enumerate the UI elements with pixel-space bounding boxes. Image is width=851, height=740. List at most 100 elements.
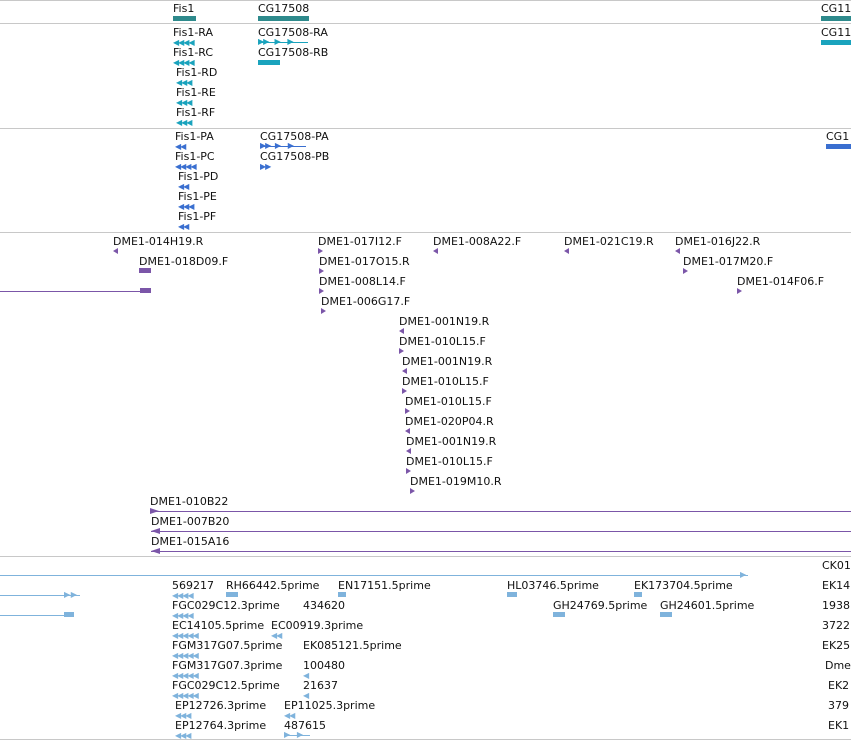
- protein-label[interactable]: CG17508-PA: [260, 130, 329, 143]
- est-bar[interactable]: [553, 612, 565, 617]
- est-glyph[interactable]: ◀◀◀◀◀: [172, 691, 199, 700]
- est-span[interactable]: [284, 735, 310, 736]
- est-label[interactable]: 379: [828, 699, 849, 712]
- clone-label[interactable]: DME1-015A16: [151, 535, 230, 548]
- clone-label[interactable]: DME1-001N19.R: [406, 435, 497, 448]
- transcript-glyph[interactable]: ◀◀◀◀: [173, 38, 195, 47]
- protein-label-cg1[interactable]: CG1: [826, 130, 850, 143]
- clone-label[interactable]: DME1-008A22.F: [433, 235, 522, 248]
- est-label[interactable]: 569217: [172, 579, 214, 592]
- gene-label-cg11[interactable]: CG11: [821, 2, 851, 15]
- clone-marker[interactable]: [564, 248, 569, 254]
- transcript-label-cg11[interactable]: CG11: [821, 26, 851, 39]
- clone-label[interactable]: DME1-020P04.R: [405, 415, 494, 428]
- protein-label[interactable]: Fis1-PA: [175, 130, 214, 143]
- clone-label[interactable]: DME1-017M20.F: [683, 255, 774, 268]
- est-label[interactable]: EP12726.3prime: [175, 699, 267, 712]
- clone-marker[interactable]: [151, 548, 160, 554]
- protein-glyph[interactable]: ◀◀: [178, 222, 189, 231]
- protein-label[interactable]: Fis1-PF: [178, 210, 217, 223]
- clone-label[interactable]: DME1-014F06.F: [737, 275, 825, 288]
- est-label[interactable]: 21637: [303, 679, 338, 692]
- clone-label[interactable]: DME1-021C19.R: [564, 235, 654, 248]
- protein-glyph[interactable]: ◀◀◀: [178, 202, 195, 211]
- transcript-label[interactable]: Fis1-RD: [176, 66, 218, 79]
- clone-span[interactable]: [0, 291, 146, 292]
- est-label[interactable]: FGC029C12.5prime: [172, 679, 280, 692]
- clone-label[interactable]: DME1-016J22.R: [675, 235, 761, 248]
- transcript-bar[interactable]: [258, 60, 280, 65]
- protein-glyph[interactable]: ◀◀◀◀: [175, 162, 197, 171]
- est-glyph[interactable]: ▶ ▶: [64, 590, 77, 599]
- est-bar[interactable]: [64, 612, 74, 617]
- protein-label[interactable]: Fis1-PD: [178, 170, 219, 183]
- est-label[interactable]: EK2: [828, 679, 850, 692]
- est-label[interactable]: CK01: [822, 559, 851, 572]
- protein-label[interactable]: CG17508-PB: [260, 150, 330, 163]
- est-label[interactable]: 487615: [284, 719, 326, 732]
- est-label[interactable]: 100480: [303, 659, 345, 672]
- clone-label[interactable]: DME1-018D09.F: [139, 255, 229, 268]
- est-label[interactable]: EC14105.5prime: [172, 619, 265, 632]
- clone-label[interactable]: DME1-019M10.R: [410, 475, 502, 488]
- est-label[interactable]: 434620: [303, 599, 345, 612]
- clone-span[interactable]: [151, 551, 851, 552]
- est-span[interactable]: [0, 575, 748, 576]
- clone-label[interactable]: DME1-001N19.R: [402, 355, 493, 368]
- est-label[interactable]: EC00919.3prime: [271, 619, 364, 632]
- gene-bar-cg17508[interactable]: [258, 16, 309, 21]
- clone-marker[interactable]: [410, 488, 415, 494]
- clone-marker[interactable]: [150, 508, 159, 514]
- protein-label[interactable]: Fis1-PE: [178, 190, 217, 203]
- clone-span[interactable]: [151, 531, 851, 532]
- est-label[interactable]: EK173704.5prime: [634, 579, 733, 592]
- est-label[interactable]: FGM317G07.5prime: [172, 639, 283, 652]
- clone-label[interactable]: DME1-010B22: [150, 495, 229, 508]
- protein-glyph[interactable]: ◀◀: [175, 142, 186, 151]
- clone-marker[interactable]: [399, 328, 404, 334]
- transcript-glyph[interactable]: ◀◀◀: [176, 118, 193, 127]
- transcript-glyph[interactable]: ◀◀◀: [176, 78, 193, 87]
- est-label[interactable]: GH24769.5prime: [553, 599, 648, 612]
- est-glyph[interactable]: ◀◀◀◀: [172, 611, 194, 620]
- clone-marker[interactable]: [406, 468, 411, 474]
- est-bar[interactable]: [338, 592, 346, 597]
- clone-marker[interactable]: [399, 348, 404, 354]
- protein-bar-cg1[interactable]: [826, 144, 851, 149]
- est-label[interactable]: FGC029C12.3prime: [172, 599, 280, 612]
- transcript-label[interactable]: Fis1-RE: [176, 86, 216, 99]
- est-label[interactable]: EK1: [828, 719, 850, 732]
- est-label[interactable]: EN17151.5prime: [338, 579, 431, 592]
- est-label[interactable]: Dme: [825, 659, 851, 672]
- est-glyph[interactable]: ◀◀◀: [175, 731, 192, 740]
- est-bar[interactable]: [634, 592, 642, 597]
- transcript-bar-cg11[interactable]: [821, 40, 851, 45]
- transcript-label[interactable]: Fis1-RA: [173, 26, 214, 39]
- clone-bar[interactable]: [139, 268, 151, 273]
- protein-glyph[interactable]: ◀◀: [178, 182, 189, 191]
- est-glyph[interactable]: ◀◀: [284, 711, 295, 720]
- gene-label-fis1[interactable]: Fis1: [173, 2, 195, 15]
- est-label[interactable]: RH66442.5prime: [226, 579, 320, 592]
- transcript-glyph[interactable]: ◀◀◀: [176, 98, 193, 107]
- est-glyph[interactable]: ◀◀◀◀◀: [172, 651, 199, 660]
- clone-marker[interactable]: [402, 388, 407, 394]
- est-label[interactable]: EP12764.3prime: [175, 719, 267, 732]
- clone-label[interactable]: DME1-010L15.F: [399, 335, 486, 348]
- gene-label-cg17508[interactable]: CG17508: [258, 2, 310, 15]
- transcript-glyph[interactable]: ◀◀◀◀: [173, 58, 195, 67]
- transcript-label[interactable]: Fis1-RF: [176, 106, 216, 119]
- est-glyph[interactable]: ◀◀◀: [175, 711, 192, 720]
- protein-glyph[interactable]: ▶▶ ▶ ▶: [260, 141, 294, 150]
- est-bar[interactable]: [226, 592, 238, 597]
- est-span[interactable]: [0, 595, 80, 596]
- clone-marker[interactable]: [402, 368, 407, 374]
- clone-marker[interactable]: [405, 428, 410, 434]
- est-label[interactable]: EK25: [822, 639, 851, 652]
- est-span[interactable]: [0, 615, 70, 616]
- est-glyph[interactable]: ▶: [740, 570, 746, 579]
- clone-marker[interactable]: [683, 268, 688, 274]
- protein-label[interactable]: Fis1-PC: [175, 150, 215, 163]
- clone-marker[interactable]: [737, 288, 742, 294]
- clone-label[interactable]: DME1-010L15.F: [406, 455, 493, 468]
